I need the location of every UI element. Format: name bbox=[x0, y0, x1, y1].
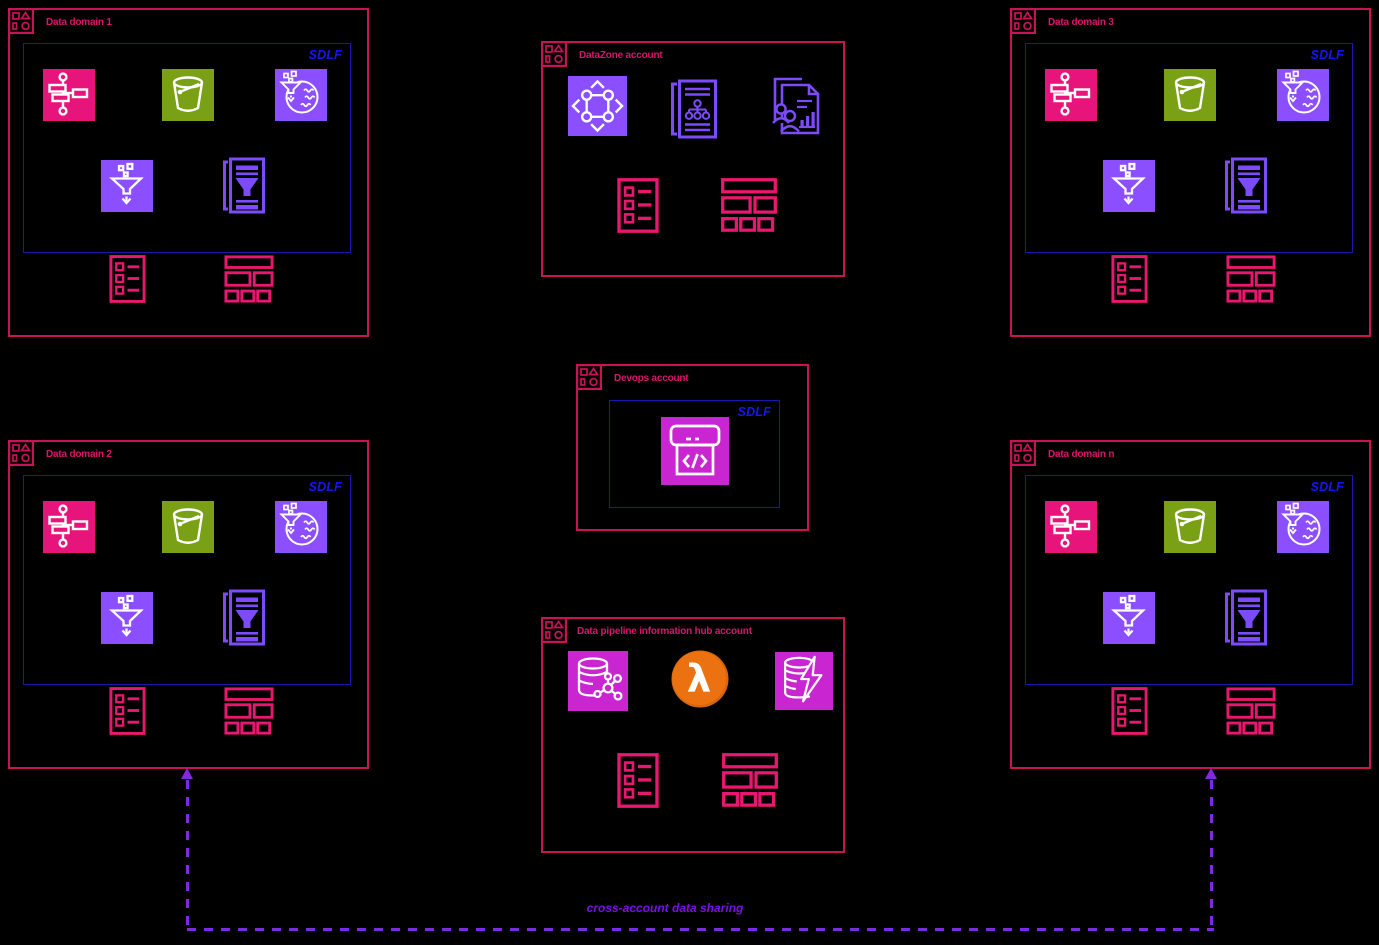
resource-list-icon bbox=[1110, 686, 1149, 736]
account-label: Data domain 3 bbox=[1048, 17, 1114, 28]
data-domain-account-box: Data domain 2 SDLF bbox=[8, 440, 369, 769]
glue-data-catalog-icon bbox=[1223, 157, 1276, 214]
arrowhead-up-left bbox=[181, 768, 193, 779]
datazone-account-box: DataZone account bbox=[541, 41, 845, 277]
resource-tables-icon bbox=[224, 686, 274, 737]
aws-account-icon bbox=[541, 617, 567, 643]
data-firehose-funnel-icon bbox=[101, 592, 153, 644]
codebuild-icon bbox=[661, 417, 729, 485]
data-pipeline-hub-account-box: Data pipeline information hub account bbox=[541, 617, 845, 853]
datazone-icon bbox=[568, 76, 627, 136]
account-label: Data domain 1 bbox=[46, 17, 112, 28]
s3-bucket-icon bbox=[162, 501, 214, 553]
sdlf-label: SDLF bbox=[1310, 480, 1344, 494]
account-label: Devops account bbox=[614, 373, 689, 384]
sdlf-group-box: SDLF bbox=[1025, 43, 1353, 253]
resource-list-icon bbox=[1110, 254, 1149, 304]
aws-account-icon bbox=[8, 440, 34, 466]
resource-tables-icon bbox=[720, 752, 780, 809]
cache-database-icon bbox=[775, 652, 833, 710]
resource-tables-icon bbox=[224, 254, 274, 305]
dashed-line-vertical-right bbox=[1210, 780, 1213, 931]
aws-account-icon bbox=[576, 364, 602, 390]
lake-formation-icon bbox=[1277, 69, 1329, 121]
account-label: DataZone account bbox=[579, 50, 663, 61]
s3-bucket-icon bbox=[162, 69, 214, 121]
account-label: Data pipeline information hub account bbox=[577, 626, 752, 637]
resource-list-icon bbox=[108, 686, 147, 736]
data-domain-account-box: Data domain 1 SDLF bbox=[8, 8, 369, 337]
lake-formation-icon bbox=[275, 69, 327, 121]
aws-account-icon bbox=[541, 41, 567, 67]
account-label: Data domain n bbox=[1048, 449, 1115, 460]
data-firehose-funnel-icon bbox=[101, 160, 153, 212]
step-functions-workflow-icon bbox=[1045, 69, 1097, 121]
data-domain-account-box: Data domain 3 SDLF bbox=[1010, 8, 1371, 337]
sdlf-group-box: SDLF bbox=[609, 400, 780, 508]
resource-tables-icon bbox=[1226, 254, 1276, 305]
dashed-line-horizontal bbox=[187, 928, 1214, 931]
sdlf-label: SDLF bbox=[308, 480, 342, 494]
resource-tables-icon bbox=[1226, 686, 1276, 737]
account-label: Data domain 2 bbox=[46, 449, 112, 460]
step-functions-workflow-icon bbox=[1045, 501, 1097, 553]
lake-formation-icon bbox=[275, 501, 327, 553]
dashed-line-vertical-left bbox=[186, 780, 189, 931]
sdlf-label: SDLF bbox=[308, 48, 342, 62]
lambda-icon bbox=[671, 650, 729, 708]
data-domain-account-box: Data domain n SDLF bbox=[1010, 440, 1371, 769]
resource-list-icon bbox=[108, 254, 147, 304]
aws-account-icon bbox=[8, 8, 34, 34]
resource-list-icon bbox=[614, 177, 662, 234]
sdlf-group-box: SDLF bbox=[23, 43, 351, 253]
data-firehose-funnel-icon bbox=[1103, 160, 1155, 212]
data-portal-icon bbox=[766, 75, 827, 139]
devops-account-box: Devops account SDLF bbox=[576, 364, 809, 531]
business-data-catalog-icon bbox=[668, 78, 725, 140]
s3-bucket-icon bbox=[1164, 501, 1216, 553]
sdlf-group-box: SDLF bbox=[23, 475, 351, 685]
graph-database-icon bbox=[568, 651, 628, 711]
glue-data-catalog-icon bbox=[1223, 589, 1276, 646]
sdlf-label: SDLF bbox=[737, 405, 771, 419]
s3-bucket-icon bbox=[1164, 69, 1216, 121]
resource-tables-icon bbox=[720, 177, 778, 234]
sdlf-label: SDLF bbox=[1310, 48, 1344, 62]
step-functions-workflow-icon bbox=[43, 69, 95, 121]
sdlf-group-box: SDLF bbox=[1025, 475, 1353, 685]
glue-data-catalog-icon bbox=[221, 157, 274, 214]
aws-account-icon bbox=[1010, 8, 1036, 34]
arrowhead-up-right bbox=[1205, 768, 1217, 779]
lake-formation-icon bbox=[1277, 501, 1329, 553]
data-firehose-funnel-icon bbox=[1103, 592, 1155, 644]
aws-account-icon bbox=[1010, 440, 1036, 466]
glue-data-catalog-icon bbox=[221, 589, 274, 646]
resource-list-icon bbox=[614, 752, 662, 809]
cross-account-data-sharing-label: cross-account data sharing bbox=[586, 901, 744, 915]
step-functions-workflow-icon bbox=[43, 501, 95, 553]
